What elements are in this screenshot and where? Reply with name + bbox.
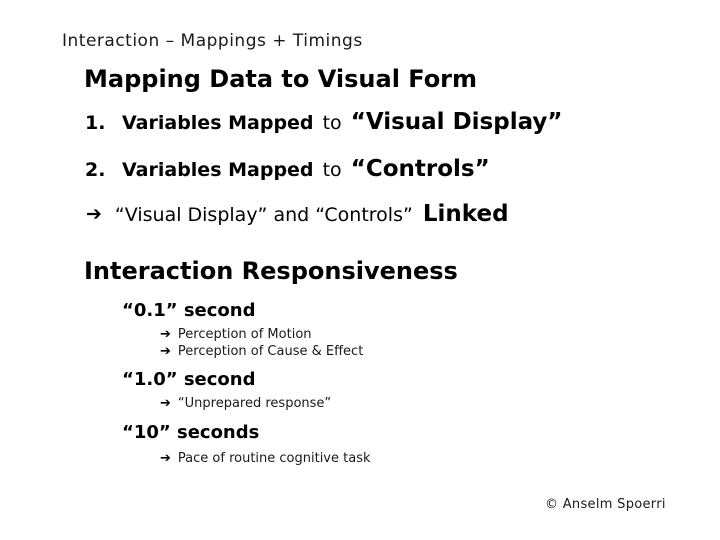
item-1-lead: Variables Mapped (122, 112, 314, 134)
item-2-lead: Variables Mapped (122, 159, 314, 181)
copyright-credit: © Anselm Spoerri (545, 497, 666, 512)
right-arrow-icon: ➔ (86, 203, 102, 225)
mapping-section-heading: Mapping Data to Visual Form (84, 65, 478, 93)
timing-1-0-bullets: ➔ “Unprepared response” (160, 395, 331, 412)
timing-label-10-seconds: “10” seconds (122, 422, 260, 443)
item-1-number: 1. (85, 112, 106, 134)
conclusion-emphasis: Linked (422, 201, 509, 227)
mapping-conclusion-line: ➔ “Visual Display” and “Controls” Linked (86, 201, 509, 227)
bullet-text: Perception of Cause & Effect (177, 344, 364, 359)
bullet-text: “Unprepared response” (177, 396, 332, 411)
bullet-unprepared-response: ➔ “Unprepared response” (160, 395, 331, 412)
timing-0-1-bullets: ➔ Perception of Motion ➔ Perception of Cau… (160, 326, 363, 360)
item-1-emphasis: “Visual Display” (350, 109, 563, 135)
bullet-perception-of-cause-effect: ➔ Perception of Cause & Effect (160, 343, 363, 360)
right-arrow-icon: ➔ (160, 327, 171, 342)
conclusion-text: “Visual Display” and “Controls” (114, 204, 413, 226)
timing-label-1-0-second: “1.0” second (122, 369, 256, 390)
bullet-perception-of-motion: ➔ Perception of Motion (160, 326, 363, 343)
right-arrow-icon: ➔ (160, 344, 171, 359)
mapping-item-1: 1. Variables Mapped to “Visual Display” (85, 109, 563, 135)
timing-label-0-1-second: “0.1” second (122, 300, 256, 321)
bullet-text: Perception of Motion (177, 327, 312, 342)
item-2-connector: to (322, 159, 342, 181)
right-arrow-icon: ➔ (160, 396, 171, 411)
responsiveness-section-heading: Interaction Responsiveness (84, 257, 458, 285)
bullet-pace-of-routine-cognitive-task: ➔ Pace of routine cognitive task (160, 450, 371, 467)
slide-header-title: Interaction – Mappings + Timings (62, 31, 363, 51)
item-2-number: 2. (85, 159, 106, 181)
item-2-emphasis: “Controls” (350, 156, 490, 182)
item-1-connector: to (322, 112, 342, 134)
bullet-text: Pace of routine cognitive task (177, 451, 371, 466)
mapping-item-2: 2. Variables Mapped to “Controls” (85, 156, 490, 182)
timing-10-bullets: ➔ Pace of routine cognitive task (160, 450, 371, 467)
right-arrow-icon: ➔ (160, 451, 171, 466)
